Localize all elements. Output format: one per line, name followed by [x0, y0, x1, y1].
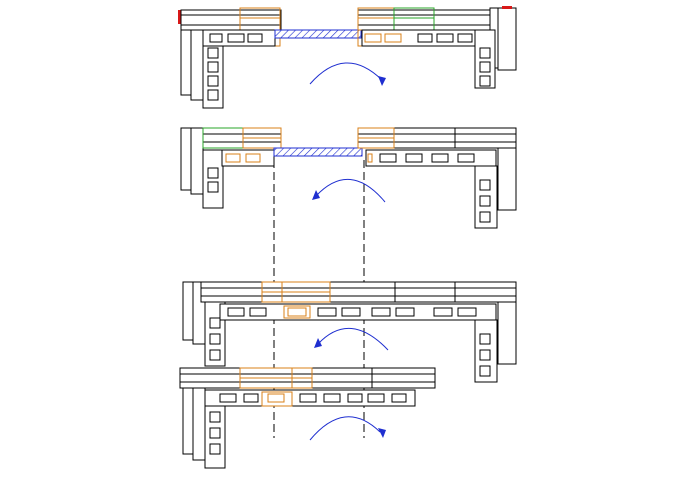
removed-section-1 [274, 29, 362, 39]
curved-arrow-icon [312, 179, 386, 203]
column-right [474, 7, 517, 89]
column-left [180, 9, 224, 109]
column-right [474, 147, 517, 229]
column-right [474, 301, 517, 383]
stage-3 [182, 281, 517, 383]
end-marker-left [178, 10, 182, 24]
stage-4 [179, 367, 436, 469]
stage-2 [180, 127, 517, 229]
removed-section-2 [273, 147, 363, 157]
curved-arrow-icon [314, 328, 389, 351]
curved-arrow-icon [309, 62, 386, 86]
column-left [180, 127, 224, 209]
end-marker-right [502, 6, 512, 9]
curved-arrow-icon [309, 416, 386, 441]
stage-1 [178, 6, 517, 109]
